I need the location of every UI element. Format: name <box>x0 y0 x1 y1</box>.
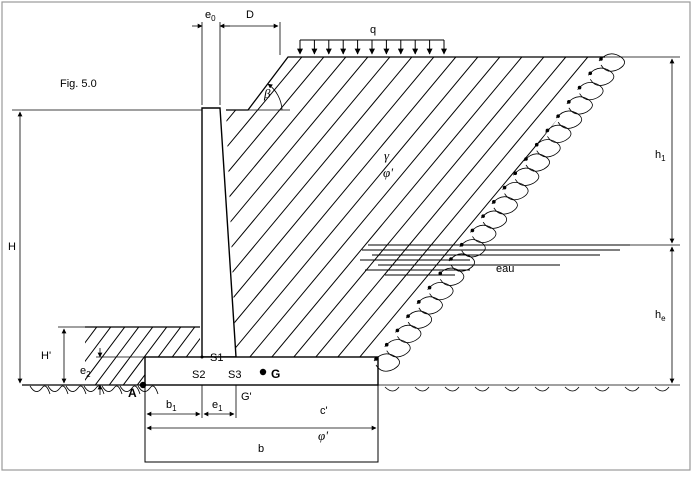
label-H-prime: H' <box>41 350 51 362</box>
backfill-hatching <box>226 57 605 357</box>
beta-arc <box>267 83 283 111</box>
label-e1: e1 <box>212 399 223 413</box>
label-e2: e2 <box>80 365 91 379</box>
surcharge-arrows <box>297 40 447 55</box>
label-G-prime: G' <box>241 391 252 403</box>
label-S3: S3 <box>228 369 241 381</box>
label-gamma: γ <box>384 148 390 163</box>
ground-texture <box>29 385 670 395</box>
label-H: H <box>8 241 16 253</box>
label-eau: eau <box>496 263 514 275</box>
wall-base-slab <box>144 356 379 386</box>
label-he: he <box>655 309 666 323</box>
point-G <box>259 368 267 376</box>
label-b1: b1 <box>166 399 177 413</box>
label-phi-foundation: φ' <box>318 428 328 443</box>
label-phi-backfill: φ' <box>383 165 393 180</box>
label-D: D <box>246 9 254 21</box>
label-S2: S2 <box>192 369 205 381</box>
label-beta: β <box>263 86 271 101</box>
backfill-surface <box>226 56 605 111</box>
label-S1: S1 <box>210 352 223 364</box>
label-q: q <box>370 24 376 36</box>
figure-caption: Fig. 5.0 <box>60 78 97 90</box>
label-G: G <box>271 367 280 381</box>
foundation-soil-block <box>144 384 379 463</box>
water-table-lines <box>360 244 630 276</box>
label-b: b <box>258 443 264 455</box>
label-h1: h1 <box>655 149 666 163</box>
label-A: A <box>128 386 137 400</box>
point-A <box>139 381 147 389</box>
label-e0: e0 <box>205 9 216 23</box>
label-c-prime: c' <box>320 405 328 417</box>
wall-stem <box>201 107 237 358</box>
natural-slope-texture <box>373 53 625 372</box>
point-S1 <box>200 355 204 359</box>
